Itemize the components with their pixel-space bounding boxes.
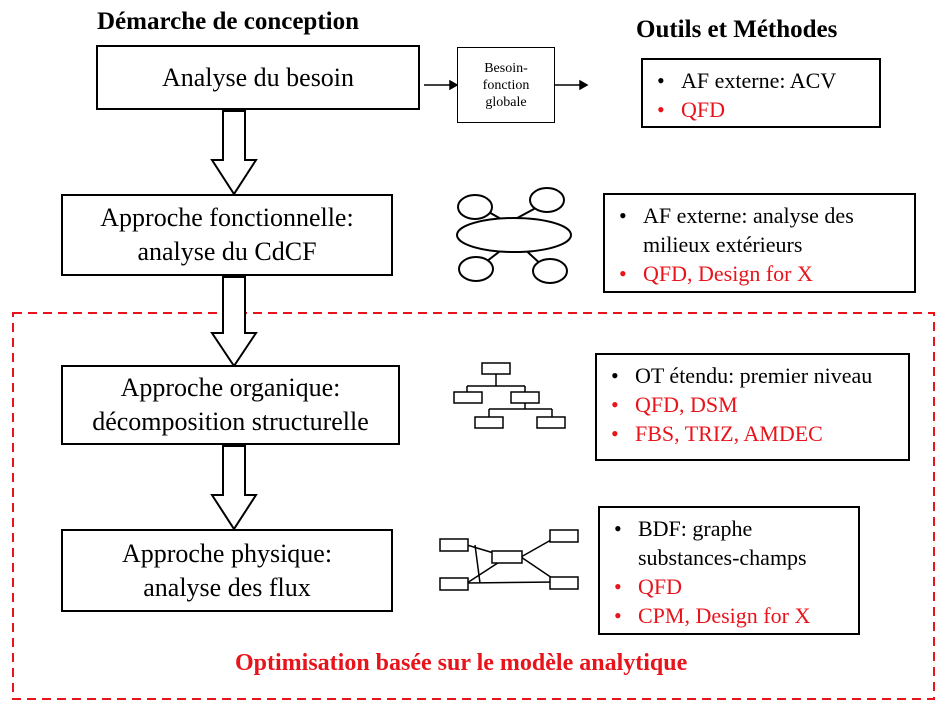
need-function-box: Besoin- fonction globale — [457, 47, 555, 123]
step-organic-approach: Approche organique: décomposition struct… — [61, 365, 400, 445]
tool-item: CPM, Design for X — [614, 601, 850, 630]
step-functional-approach: Approche fonctionnelle: analyse du CdCF — [61, 194, 393, 276]
function-graph-icon — [456, 187, 572, 284]
need-box-line-3: globale — [485, 94, 527, 110]
step-needs-analysis-line-1: Analyse du besoin — [161, 62, 355, 92]
tools-list-functional: AF externe: analyse des milieux extérieu… — [619, 201, 906, 288]
tool-item: QFD — [657, 95, 871, 124]
tools-box-needs: AF externe: ACV QFD — [641, 58, 881, 128]
arrow-into-need-box — [424, 79, 459, 91]
tools-box-functional: AF externe: analyse des milieux extérieu… — [603, 193, 916, 293]
step-physical-approach-line-2: analyse des flux — [143, 572, 311, 602]
need-box-line-2: fonction — [482, 77, 530, 93]
tools-list-organic: OT étendu: premier niveau QFD, DSM FBS, … — [611, 361, 900, 448]
optimization-region — [12, 312, 935, 700]
step-needs-analysis: Analyse du besoin — [96, 45, 420, 110]
arrow-out-of-need-box — [555, 79, 589, 91]
tool-item: BDF: graphe substances-champs — [614, 514, 850, 572]
tools-list-physical: BDF: graphe substances-champs QFD CPM, D… — [614, 514, 850, 630]
step-functional-approach-line-1: Approche fonctionnelle: — [100, 203, 354, 232]
tool-item: OT étendu: premier niveau — [611, 361, 900, 390]
optimization-label: Optimisation basée sur le modèle analyti… — [235, 650, 688, 676]
tool-item: QFD, Design for X — [619, 259, 906, 288]
tools-box-organic: OT étendu: premier niveau QFD, DSM FBS, … — [595, 353, 910, 461]
tool-item: AF externe: analyse des milieux extérieu… — [619, 201, 906, 259]
tools-list-needs: AF externe: ACV QFD — [657, 66, 871, 124]
step-functional-approach-line-2: analyse du CdCF — [137, 237, 317, 266]
down-arrow-1 — [210, 110, 258, 196]
step-physical-approach-line-1: Approche physique: — [121, 538, 333, 568]
down-arrow-2 — [210, 276, 258, 368]
flow-network-icon — [439, 529, 579, 591]
heading-design-process: Démarche de conception — [97, 8, 359, 35]
step-organic-approach-line-2: décomposition structurelle — [92, 407, 369, 436]
down-arrow-3 — [210, 445, 258, 531]
step-organic-approach-line-1: Approche organique: — [120, 373, 341, 402]
tool-item: QFD, DSM — [611, 390, 900, 419]
tree-structure-icon — [453, 362, 566, 429]
need-box-line-1: Besoin- — [484, 60, 528, 76]
heading-tools-methods: Outils et Méthodes — [636, 16, 838, 43]
tool-item: AF externe: ACV — [657, 66, 871, 95]
step-physical-approach: Approche physique: analyse des flux — [61, 529, 393, 612]
tool-item: FBS, TRIZ, AMDEC — [611, 419, 900, 448]
tool-item: QFD — [614, 572, 850, 601]
tools-box-physical: BDF: graphe substances-champs QFD CPM, D… — [598, 506, 860, 635]
